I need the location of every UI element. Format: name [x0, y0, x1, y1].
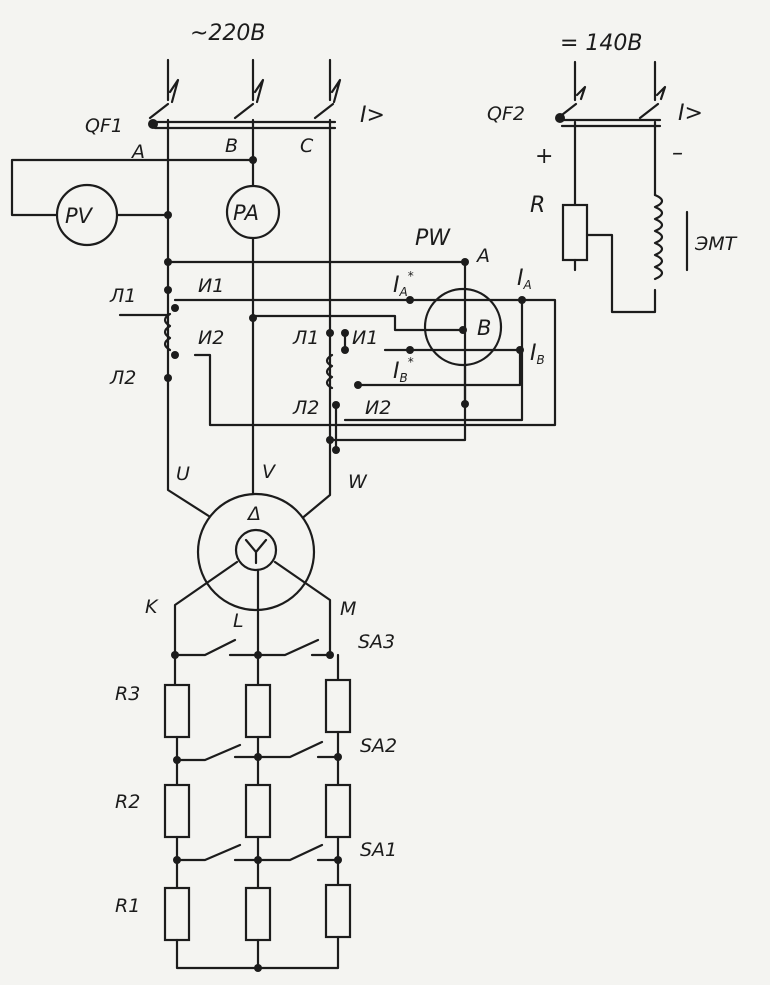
- ib-star-label: IB*: [393, 355, 414, 385]
- ib-label: IB: [530, 341, 545, 367]
- voltmeter-pv: [10, 156, 257, 247]
- phase-b-label: B: [225, 135, 238, 157]
- rheostat: [163, 638, 352, 972]
- emt-label: ЭМТ: [694, 233, 738, 255]
- pa-label: PA: [233, 201, 259, 225]
- ac-supply-label: ~220В: [190, 21, 266, 46]
- motor-w-label: W: [348, 471, 368, 493]
- ct-c-i1: И1: [352, 327, 378, 349]
- sa3-label: SA3: [358, 631, 395, 653]
- r3-label: R3: [115, 683, 140, 705]
- r1-label: R1: [115, 895, 140, 917]
- pw-terminal-b: B: [477, 316, 491, 340]
- ct-c-l2: Л2: [292, 397, 319, 419]
- ammeter-pa: [225, 184, 281, 240]
- ct-c-l1: Л1: [292, 327, 319, 349]
- qf1-label: QF1: [85, 115, 123, 137]
- qf2-label: QF2: [487, 103, 525, 125]
- dc-circuit: [555, 60, 689, 314]
- overcurrent-label-2: I>: [678, 101, 703, 126]
- ia-star-label: IA*: [393, 269, 414, 299]
- dc-supply-label: = 140В: [560, 31, 643, 56]
- wattmeter-pw: [118, 258, 557, 442]
- pw-label: PW: [415, 226, 451, 251]
- ct-a-l1: Л1: [109, 285, 136, 307]
- sa1-label: SA1: [360, 839, 397, 861]
- dc-r-label: R: [530, 193, 545, 218]
- motor-u-label: U: [176, 463, 190, 485]
- dc-plus-label: +: [535, 144, 553, 169]
- pv-label: PV: [65, 204, 94, 228]
- motor-k-label: K: [145, 596, 159, 618]
- ct-phase-c: [325, 329, 349, 454]
- motor-l-label: L: [233, 610, 244, 632]
- ct-a-i1: И1: [198, 275, 224, 297]
- overcurrent-label-1: I>: [360, 103, 385, 128]
- pw-terminal-a: A: [475, 245, 490, 267]
- ct-c-i2: И2: [365, 397, 391, 419]
- sa2-label: SA2: [360, 735, 397, 757]
- ct-phase-a: [163, 286, 257, 382]
- dc-minus-label: –: [672, 141, 683, 166]
- ct-a-i2: И2: [198, 327, 224, 349]
- motor: [173, 492, 332, 657]
- motor-delta-label: Δ: [246, 503, 261, 525]
- ct-a-l2: Л2: [109, 367, 136, 389]
- ia-label: IA: [517, 266, 532, 292]
- r2-label: R2: [115, 791, 140, 813]
- supply-lines: [148, 58, 342, 502]
- motor-m-label: M: [340, 598, 356, 620]
- phase-c-label: C: [300, 135, 314, 157]
- motor-v-label: V: [262, 461, 277, 483]
- phase-a-label: A: [130, 141, 145, 163]
